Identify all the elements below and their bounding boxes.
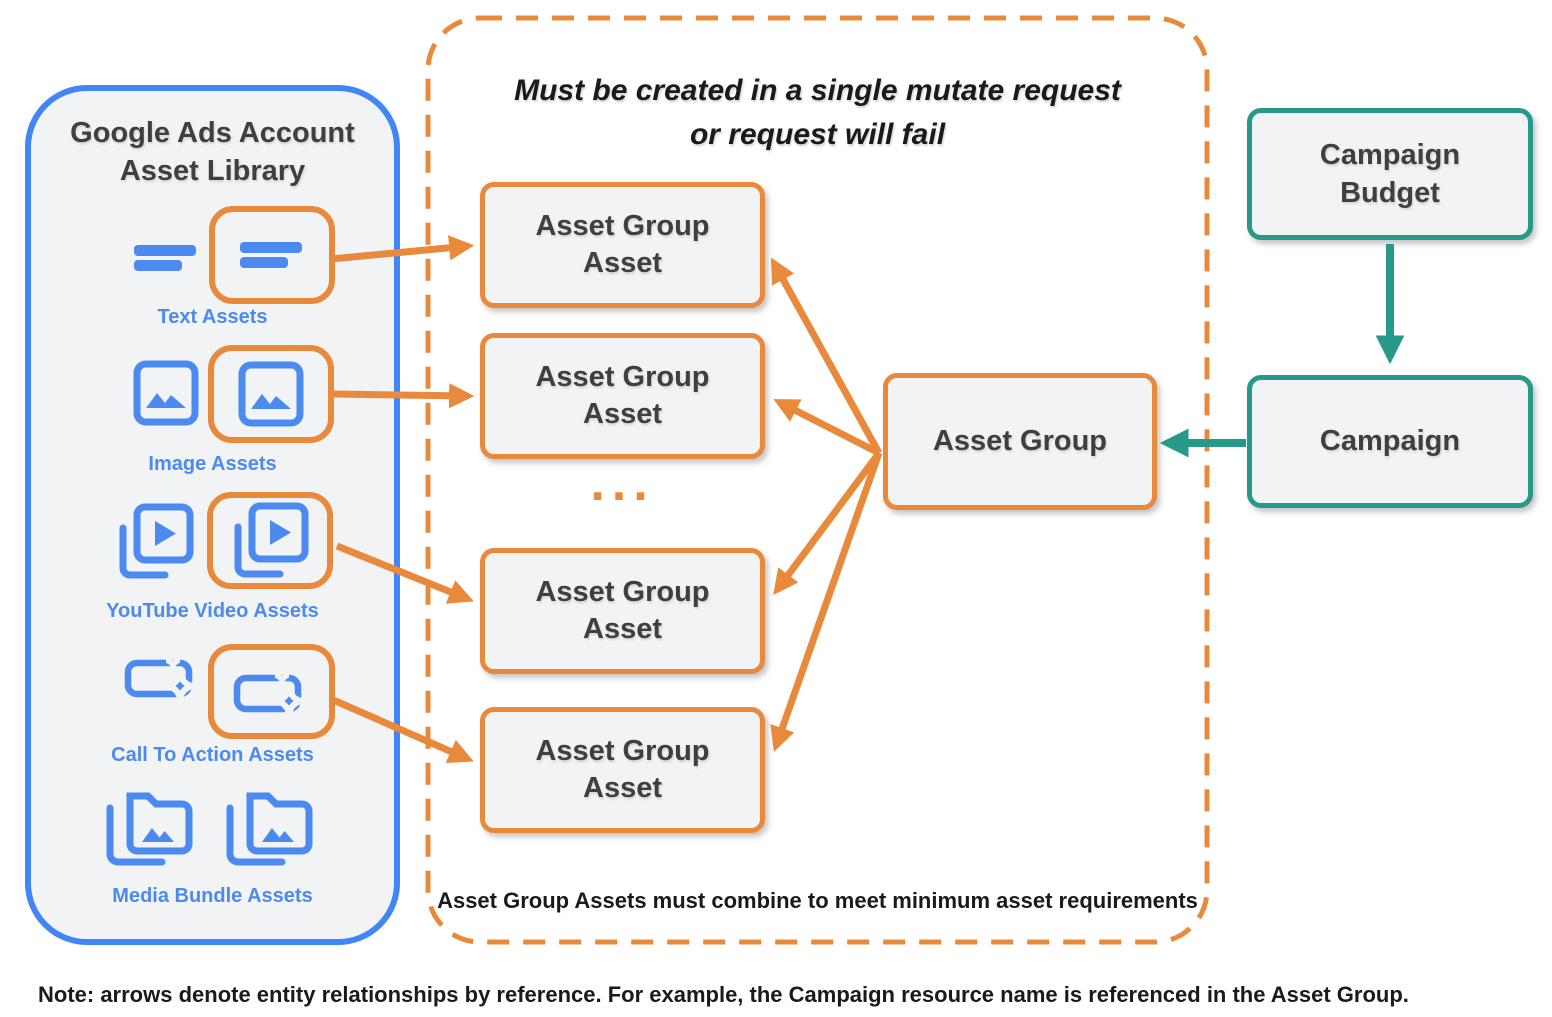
campaign-budget-label: Campaign Budget xyxy=(1319,139,1461,209)
ellipsis: ... xyxy=(590,454,655,512)
youtube-video-asset-icon xyxy=(234,502,309,577)
mutate-requirements-note: Asset Group Assets must combine to meet … xyxy=(437,888,1198,913)
youtube-video-asset-highlight-box xyxy=(207,492,333,589)
asset-group-box: Asset Group xyxy=(883,373,1157,510)
youtube-video-assets-label: YouTube Video Assets xyxy=(106,600,319,622)
dashed-border xyxy=(425,15,1210,945)
text-asset-highlight-box xyxy=(209,206,335,304)
reference-note: Note: arrows denote entity relationships… xyxy=(38,982,1409,1007)
campaign-box: Campaign xyxy=(1247,375,1533,508)
campaign-budget-box: Campaign Budget xyxy=(1247,108,1533,240)
text-asset-icon xyxy=(240,242,302,268)
call-to-action-asset-icon xyxy=(233,667,303,715)
campaign-label: Campaign xyxy=(1319,425,1461,457)
media-bundle-asset-icon xyxy=(226,792,313,866)
image-asset-icon xyxy=(133,360,199,426)
call-to-action-asset-highlight-box xyxy=(208,644,335,739)
asset-library-title: Google Ads Account Asset Library xyxy=(70,117,355,187)
asset-group-asset-box-3: Asset Group Asset xyxy=(480,548,765,674)
image-assets-label: Image Assets xyxy=(148,453,277,475)
call-to-action-assets-label: Call To Action Assets xyxy=(111,744,314,766)
asset-group-asset-box-2: Asset Group Asset xyxy=(480,333,765,459)
image-asset-icon xyxy=(238,361,304,427)
text-assets-label: Text Assets xyxy=(157,306,268,328)
image-asset-highlight-box xyxy=(208,345,334,443)
media-bundle-assets-label: Media Bundle Assets xyxy=(112,885,313,907)
call-to-action-asset-icon xyxy=(124,653,194,700)
youtube-video-asset-icon xyxy=(119,503,194,579)
media-bundle-asset-icon xyxy=(106,792,193,866)
mutate-request-container: Must be created in a single mutate reque… xyxy=(425,15,1210,945)
asset-group-asset-box-1: Asset Group Asset xyxy=(480,182,765,308)
text-asset-icon xyxy=(134,245,196,271)
mutate-request-title: Must be created in a single mutate reque… xyxy=(514,74,1121,151)
asset-group-label: Asset Group xyxy=(932,425,1108,457)
asset-group-asset-box-4: Asset Group Asset xyxy=(480,707,765,833)
